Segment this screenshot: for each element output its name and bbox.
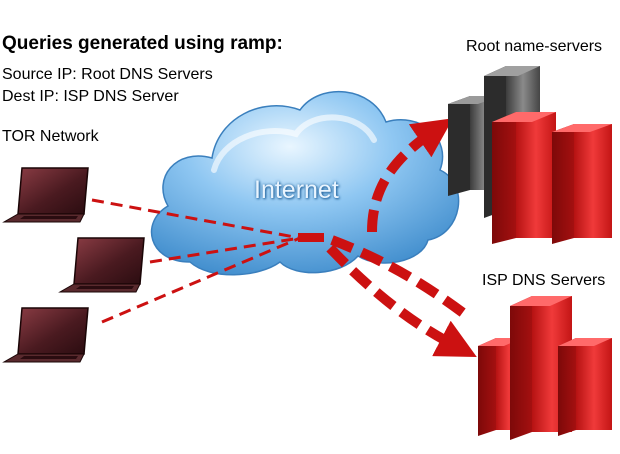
source-ip-text: Source IP: Root DNS Servers [2,66,213,83]
server-icon [492,112,556,244]
arrow-to-isp-lower [326,244,477,357]
isp-servers-label: ISP DNS Servers [482,272,606,289]
arrow-to-root-servers [367,118,454,233]
laptop-icon [2,307,89,363]
server-icon [552,124,612,244]
laptop-icon [58,237,145,293]
arrow-to-isp-upper [330,235,473,323]
query-arrows [326,118,477,357]
server-icon [558,338,612,436]
dest-ip-text: Dest IP: ISP DNS Server [2,88,179,105]
root-server-cluster [448,66,612,244]
laptop-icon [2,167,89,223]
tor-line-2 [149,236,301,264]
tor-query-lines [91,198,301,324]
root-servers-label: Root name-servers [466,38,603,55]
query-source-point [298,233,324,242]
diagram-heading: Queries generated using ramp: [2,33,283,54]
tor-network-label: TOR Network [2,128,99,145]
tor-line-1 [91,198,301,240]
internet-label: Internet [254,176,339,204]
tor-line-3 [101,236,301,324]
isp-server-cluster [478,296,612,440]
